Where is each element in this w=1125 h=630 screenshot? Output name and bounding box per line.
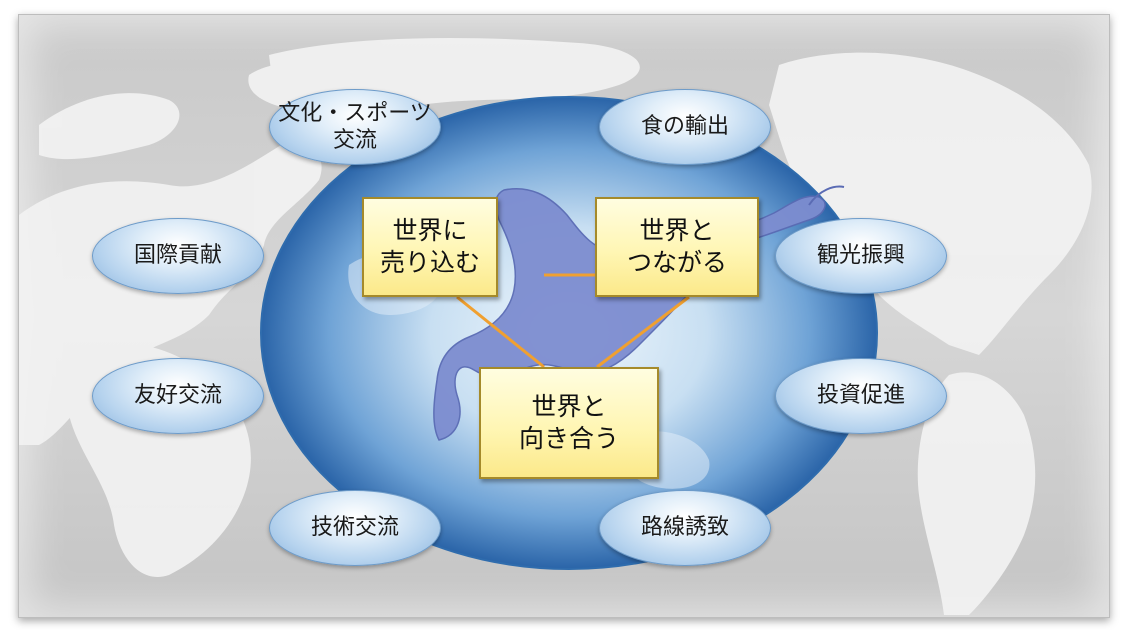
- topic-culture-sports-exchange: 文化・スポーツ 交流: [269, 89, 441, 165]
- hub-box-face-the-world: 世界と 向き合う: [479, 367, 659, 479]
- topic-food-export: 食の輸出: [599, 89, 771, 165]
- diagram-frame: 文化・スポーツ 交流 食の輸出 国際貢献 観光振興 友好交流 投資促進 技術交流…: [18, 14, 1110, 618]
- connector-connect-face: [596, 295, 690, 369]
- topic-technology-exchange: 技術交流: [269, 490, 441, 566]
- topic-international-contribution: 国際貢献: [92, 218, 264, 294]
- connector-sell-face: [456, 295, 545, 369]
- topic-friendship-exchange: 友好交流: [92, 358, 264, 434]
- hub-box-connect-with-world: 世界と つながる: [595, 197, 759, 297]
- topic-tourism-promotion: 観光振興: [775, 218, 947, 294]
- topic-investment-promotion: 投資促進: [775, 358, 947, 434]
- topic-route-attraction: 路線誘致: [599, 490, 771, 566]
- hub-box-sell-to-world: 世界に 売り込む: [362, 197, 498, 297]
- globe-graphic: [260, 96, 878, 570]
